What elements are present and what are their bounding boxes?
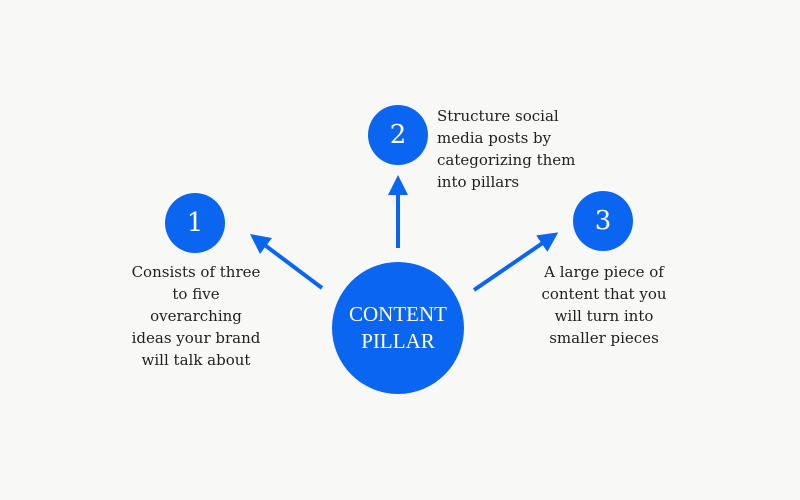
- pillar-1-number-circle: 1: [165, 193, 225, 253]
- pillar-2-description: Structure social media posts by categori…: [437, 107, 576, 191]
- pillar-3-number-circle: 3: [573, 191, 633, 251]
- pillar-1-number: 1: [186, 208, 204, 238]
- pillar-2-number: 2: [389, 120, 407, 150]
- pillar-3-number: 3: [594, 206, 612, 236]
- arrow-to-pillar-3: [472, 232, 559, 292]
- arrow-to-pillar-1: [250, 234, 324, 290]
- content-pillar-label: CONTENT PILLAR: [349, 302, 447, 353]
- pillar-3-description: A large piece of content that you will t…: [541, 263, 667, 347]
- pillar-2-number-circle: 2: [368, 105, 428, 165]
- pillar-1-description: Consists of three to five overarching id…: [131, 263, 261, 369]
- content-pillar-circle: CONTENT PILLAR: [332, 262, 464, 394]
